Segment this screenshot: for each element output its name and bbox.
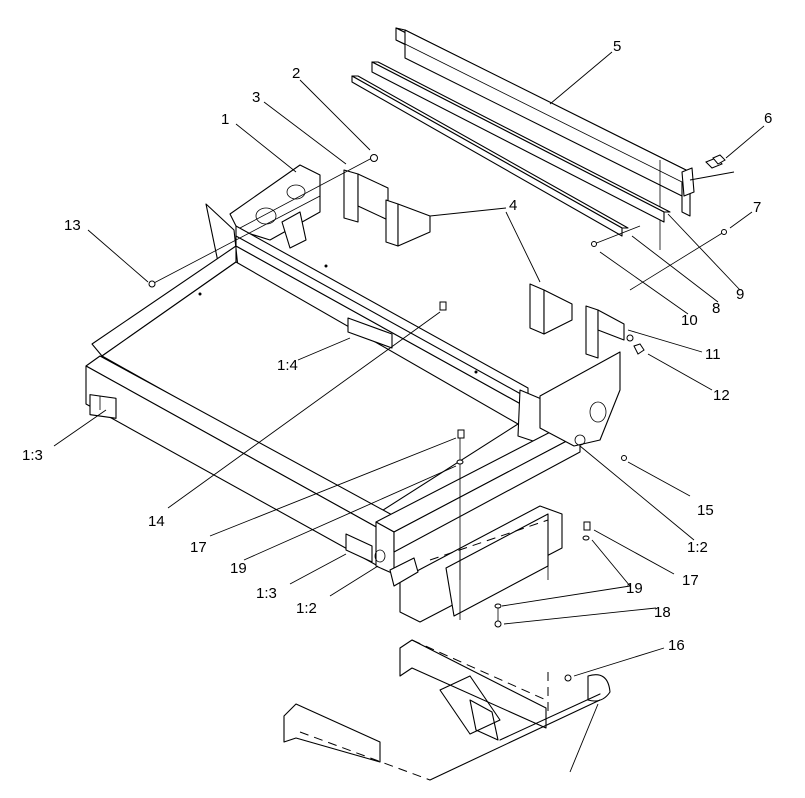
- callout-1-4: 1:4: [277, 357, 298, 374]
- callout-1: 1: [221, 111, 229, 128]
- bracket-part-4-lower: [529, 283, 573, 335]
- seal-strip-part-9: [371, 61, 671, 223]
- bracket-part-3: [343, 169, 389, 223]
- callout-11: 11: [705, 346, 721, 363]
- screw-part-10: [591, 241, 597, 247]
- callout-2: 2: [292, 65, 300, 82]
- washer-part-19-a: [456, 459, 464, 465]
- nut-part-18: [494, 620, 502, 628]
- nut-part-12: [633, 343, 645, 355]
- callout-3: 3: [252, 89, 260, 106]
- hardware-small: [148, 154, 727, 682]
- side-rail-part-1-2: [374, 351, 621, 575]
- screw-part-15: [621, 455, 627, 461]
- screw-part-7: [721, 229, 727, 235]
- bracket-part-11: [585, 305, 625, 359]
- callout-9: 9: [736, 286, 744, 303]
- washer-part-19-b: [582, 535, 590, 541]
- top-channel-part-5: [395, 27, 695, 250]
- callout-10: 10: [681, 312, 698, 329]
- callout-13: 13: [64, 217, 81, 234]
- washer-part-11: [626, 334, 634, 342]
- leader-lines: [53, 51, 765, 677]
- lower-frame: [283, 639, 611, 781]
- callout-16: 16: [668, 637, 685, 654]
- callout-7: 7: [753, 199, 761, 216]
- callout-15: 15: [697, 502, 714, 519]
- seal-strip-part-8: [351, 75, 629, 237]
- bolt-part-14: [439, 301, 447, 311]
- callout-4: 4: [509, 197, 517, 214]
- callout-5: 5: [613, 38, 621, 55]
- washer-part-18: [494, 603, 502, 609]
- callout-6: 6: [764, 110, 772, 127]
- bracket-part-4-upper: [385, 199, 431, 247]
- hardware-part-6: [689, 154, 735, 181]
- callout-14: 14: [148, 513, 165, 530]
- callout-1-3-left: 1:3: [22, 447, 43, 464]
- nut-part-2: [370, 154, 378, 162]
- bolt-part-16: [564, 674, 572, 682]
- callout-1-3-bottom: 1:3: [256, 585, 277, 602]
- callout-19-right: 19: [626, 580, 643, 597]
- callout-1-2-right: 1:2: [687, 539, 708, 556]
- bolt-part-17-b: [583, 521, 591, 531]
- callout-12: 12: [713, 387, 730, 404]
- callout-17-right: 17: [682, 572, 699, 589]
- callout-8: 8: [712, 300, 720, 317]
- callout-17-left: 17: [190, 539, 207, 556]
- callout-1-2-left: 1:2: [296, 600, 317, 617]
- bolt-part-17-a: [457, 429, 465, 439]
- callout-18: 18: [654, 604, 671, 621]
- screw-part-13: [148, 280, 156, 288]
- callout-labels: 1 2 3 4 5 6 7 8 9 10 11 12 13 14 15 16 1…: [22, 38, 772, 654]
- callout-19-left: 19: [230, 560, 247, 577]
